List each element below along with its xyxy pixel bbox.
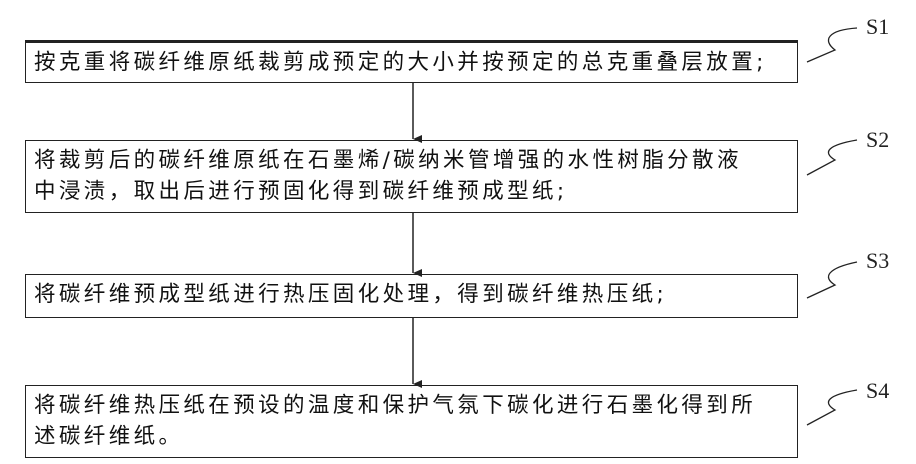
step-label-s1: S1: [866, 14, 889, 40]
step-text: 中浸渍，取出后进行预固化得到碳纤维预成型纸;: [34, 176, 789, 207]
step-box-s3: 将碳纤维预成型纸进行热压固化处理，得到碳纤维热压纸;: [25, 274, 798, 318]
leader-s2: [807, 140, 857, 175]
leader-s3: [807, 262, 857, 298]
step-text: 述碳纤维纸。: [34, 421, 789, 452]
step-box-s2: 将裁剪后的碳纤维原纸在石墨烯/碳纳米管增强的水性树脂分散液 中浸渍，取出后进行预…: [25, 140, 798, 213]
step-box-s4: 将碳纤维热压纸在预设的温度和保护气氛下碳化进行石墨化得到所 述碳纤维纸。: [25, 385, 798, 458]
step-text: 将裁剪后的碳纤维原纸在石墨烯/碳纳米管增强的水性树脂分散液: [34, 145, 789, 176]
step-text: 将碳纤维热压纸在预设的温度和保护气氛下碳化进行石墨化得到所: [34, 390, 789, 421]
step-text: 按克重将碳纤维原纸裁剪成预定的大小并按预定的总克重叠层放置;: [34, 47, 789, 78]
step-text: 将碳纤维预成型纸进行热压固化处理，得到碳纤维热压纸;: [34, 279, 789, 310]
step-label-s2: S2: [866, 127, 889, 153]
leader-s4: [807, 390, 857, 425]
step-label-s4: S4: [866, 378, 889, 404]
leader-s1: [807, 28, 857, 62]
step-box-s1: 按克重将碳纤维原纸裁剪成预定的大小并按预定的总克重叠层放置;: [25, 40, 798, 83]
step-label-s3: S3: [866, 248, 889, 274]
